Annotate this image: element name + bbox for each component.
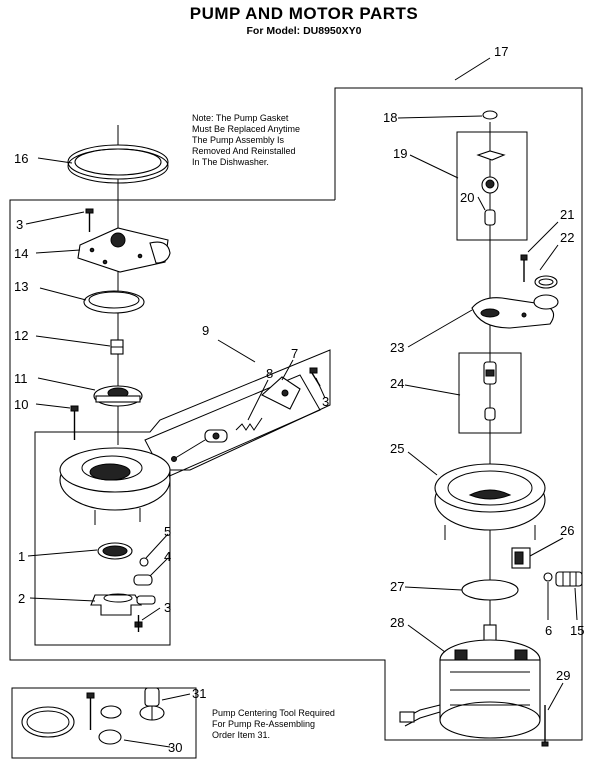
svg-text:The Pump Assembly Is: The Pump Assembly Is	[192, 135, 285, 145]
part-3-screw-top	[85, 208, 94, 232]
callout-17: 17	[494, 44, 508, 59]
part-6-clip	[543, 572, 553, 582]
part-25-motor-mount	[434, 463, 546, 540]
callout-5: 5	[164, 524, 171, 539]
assembly-box-19	[456, 131, 528, 241]
callout-24: 24	[390, 376, 404, 391]
callout-28: 28	[390, 615, 404, 630]
part-14-plate	[77, 227, 171, 273]
part-2-valve-housing	[90, 593, 142, 616]
callout-22: 22	[560, 230, 574, 245]
part-3-screw-bottom	[134, 615, 143, 632]
callout-25: 25	[390, 441, 404, 456]
callout-8: 8	[266, 366, 273, 381]
callout-27: 27	[390, 579, 404, 594]
callout-1: 1	[18, 549, 25, 564]
part-16-pump-gasket	[67, 144, 169, 184]
part-19-chopper	[476, 150, 506, 194]
part-8-spring-assembly	[171, 417, 263, 462]
page-title: PUMP AND MOTOR PARTS	[189, 4, 419, 23]
assembly-box-pump	[34, 349, 331, 646]
part-24-coupling	[483, 361, 497, 421]
callout-26: 26	[560, 523, 574, 538]
callout-9: 9	[202, 323, 209, 338]
callout-3c: 3	[322, 394, 329, 409]
callout-3a: 3	[16, 217, 23, 232]
part-5-ball	[139, 557, 149, 567]
part-13-ring	[83, 290, 145, 314]
tool-box	[11, 687, 197, 759]
part-31-centering-tool	[139, 687, 165, 721]
part-29-screw	[541, 705, 549, 747]
callout-2: 2	[18, 591, 25, 606]
part-4-seal	[133, 574, 156, 605]
part-30-kit	[21, 692, 122, 745]
callout-18: 18	[383, 110, 397, 125]
part-10-screw	[70, 405, 79, 440]
svg-text:Pump Centering Tool Required: Pump Centering Tool Required	[212, 708, 335, 718]
callout-7: 7	[291, 346, 298, 361]
callout-21: 21	[560, 207, 574, 222]
svg-text:Note: The Pump Gasket: Note: The Pump Gasket	[192, 113, 289, 123]
part-22-seal	[534, 275, 558, 289]
svg-text:For Pump Re-Assembling: For Pump Re-Assembling	[212, 719, 315, 729]
svg-text:In The Dishwasher.: In The Dishwasher.	[192, 157, 269, 167]
callout-19: 19	[393, 146, 407, 161]
part-23-bracket	[471, 294, 559, 329]
part-28-motor	[399, 624, 541, 739]
callout-11: 11	[14, 371, 28, 386]
part-12-nut	[110, 339, 124, 355]
part-27-disc	[461, 579, 519, 601]
model-subtitle: For Model: DU8950XY0	[246, 25, 362, 37]
svg-text:Order Item 31.: Order Item 31.	[212, 730, 270, 740]
part-18-cap	[482, 110, 498, 120]
callout-16: 16	[14, 151, 28, 166]
callout-14: 14	[14, 246, 28, 261]
part-1-filter-screen	[97, 542, 133, 560]
callout-4: 4	[164, 549, 171, 564]
svg-text:Must Be Replaced Anytime: Must Be Replaced Anytime	[192, 124, 300, 134]
callout-23: 23	[390, 340, 404, 355]
part-21-screw	[520, 254, 528, 282]
callout-3b: 3	[164, 600, 171, 615]
callout-12: 12	[14, 328, 28, 343]
callout-20: 20	[460, 190, 474, 205]
callout-10: 10	[14, 397, 28, 412]
part-20-bushing	[484, 209, 496, 226]
part-7-diverter	[261, 376, 301, 410]
callout-13: 13	[14, 279, 28, 294]
callout-15: 15	[570, 623, 584, 638]
assembly-boundary-lines	[9, 87, 583, 741]
leader-lines	[25, 57, 578, 748]
callout-numbers: 16 3 14 13 12 11 10 1 2 5 4 3 9 7 8 3 17…	[14, 44, 584, 755]
part-11-impeller	[93, 385, 143, 407]
part-26-switch	[511, 547, 531, 569]
callout-31: 31	[192, 686, 206, 701]
callout-6: 6	[545, 623, 552, 638]
svg-text:Removed And Reinstalled: Removed And Reinstalled	[192, 146, 296, 156]
gasket-note: Note: The Pump Gasket Must Be Replaced A…	[192, 113, 300, 167]
part-15-fitting	[555, 571, 583, 587]
tool-note: Pump Centering Tool Required For Pump Re…	[212, 708, 335, 740]
callout-30: 30	[168, 740, 182, 755]
callout-29: 29	[556, 668, 570, 683]
pump-housing	[59, 447, 171, 525]
